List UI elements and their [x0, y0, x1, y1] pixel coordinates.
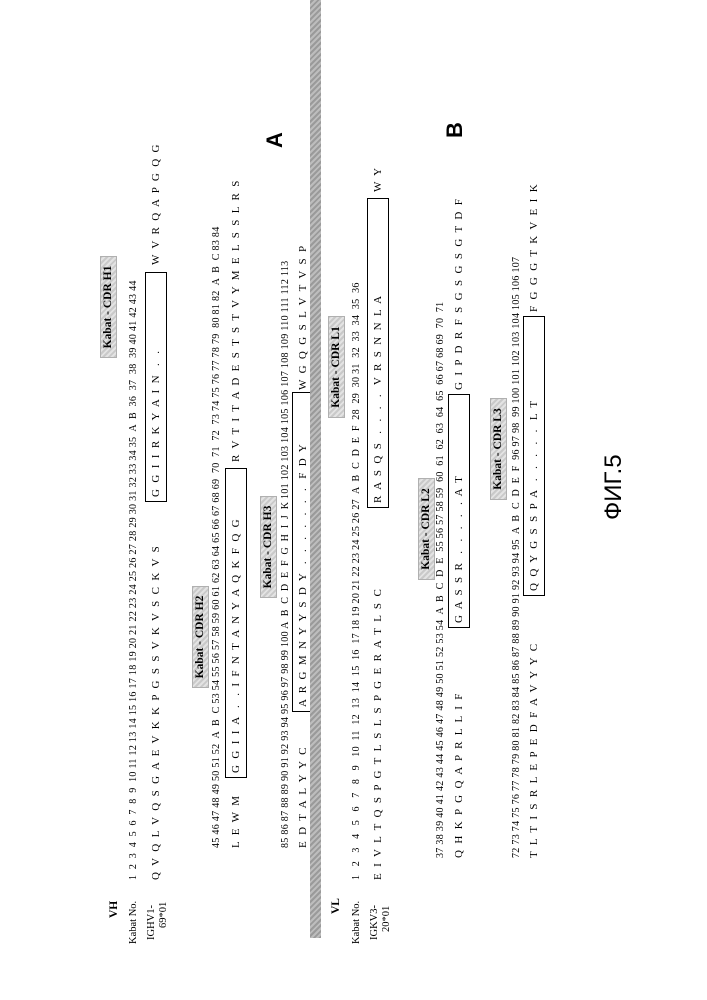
vl-row2-seq-cdr: G A S S R . . . . . A T: [453, 476, 466, 623]
vl-row3-seq-framework-2: F G G G T K V E I K: [528, 184, 541, 312]
cdr-l1-label: Kabat - CDR L1: [328, 316, 345, 418]
figure-caption: ФИГ.5: [600, 454, 628, 520]
vh-row2-seq-cdr: G G I I A . . I F N T A N Y A Q K F Q G: [230, 519, 243, 773]
vl-row3-numbers: 72 73 74 75 76 77 78 79 80 81 82 83 84 8…: [510, 257, 523, 858]
vh-row3-numbers: 85 86 87 88 89 90 91 92 93 94 95 96 97 9…: [279, 261, 292, 848]
vh-row1-seq-framework: Q V Q L V Q S G A E V K K P G S S V K V …: [150, 546, 163, 880]
vl-row2-seq-framework: Q H K P G Q A P R L L I F: [453, 693, 466, 858]
vh-row2-seq-framework-2: R V T I T A D E S T S T V Y M E L S S L …: [230, 180, 243, 462]
vl-row1-seq-cdr: R A S Q S . . . . V R S N N L A: [372, 296, 385, 503]
vl-row3-seq-cdr: Q Q Y G S S P A . . . . . L T: [528, 401, 541, 591]
vl-kabat-label: Kabat No.: [350, 901, 363, 944]
vh-row2-numbers: 45 46 47 48 49 50 51 52 A B C 53 54 55 5…: [210, 226, 223, 848]
vl-row1-seq-framework-2: W Y: [372, 168, 385, 192]
vh-title: VH: [108, 901, 121, 918]
vh-row1-seq-cdr: G G I I R K Y A I N . .: [150, 351, 163, 497]
vh-row1-numbers: 1 2 3 4 5 6 7 8 9 10 11 12 13 14 15 16 1…: [127, 280, 140, 880]
cdr-l3-label: Kabat - CDR L3: [490, 398, 507, 500]
cdr-h2-label: Kabat - CDR H2: [192, 586, 209, 688]
vl-row3-seq-framework: T L T I S R L E P E D F A V Y Y C: [528, 644, 541, 858]
panel-letter-a: A: [262, 132, 288, 148]
cdr-l2-label: Kabat - CDR L2: [418, 478, 435, 580]
vh-row1-seq-framework-2: W V R Q A P G Q G: [150, 144, 163, 265]
vh-germline-label-2: 69*01: [157, 902, 170, 928]
cdr-h1-label: Kabat - CDR H1: [100, 256, 117, 358]
vh-row3-seq-framework: E D T A L Y Y C: [297, 747, 310, 848]
vl-title: VL: [330, 898, 343, 914]
vl-row1-seq-framework: E I V L T Q S P G T L S L S P G E R A T …: [372, 589, 385, 880]
panel-letter-b: B: [442, 122, 468, 138]
vl-row1-numbers: 1 2 3 4 5 6 7 8 9 10 11 12 13 14 15 16 1…: [350, 282, 363, 880]
cdr-h3-label: Kabat - CDR H3: [260, 496, 277, 598]
vh-row2-seq-framework: L E W M: [230, 796, 243, 848]
vh-row3-seq-cdr: A R G M N Y Y S D Y . . . . . . . F D Y: [297, 444, 310, 707]
vl-row2-numbers: 37 38 39 40 41 42 43 44 45 46 47 48 49 5…: [434, 302, 447, 859]
vl-germline-label-2: 20*01: [380, 906, 393, 932]
vl-row2-seq-framework-2: G I P D R F S G S G S G T D F: [453, 199, 466, 390]
vh-vl-separator: [310, 0, 321, 938]
vh-row3-seq-framework-2: W G Q G S L V T V S P: [297, 246, 310, 390]
vh-kabat-label: Kabat No.: [127, 901, 140, 944]
